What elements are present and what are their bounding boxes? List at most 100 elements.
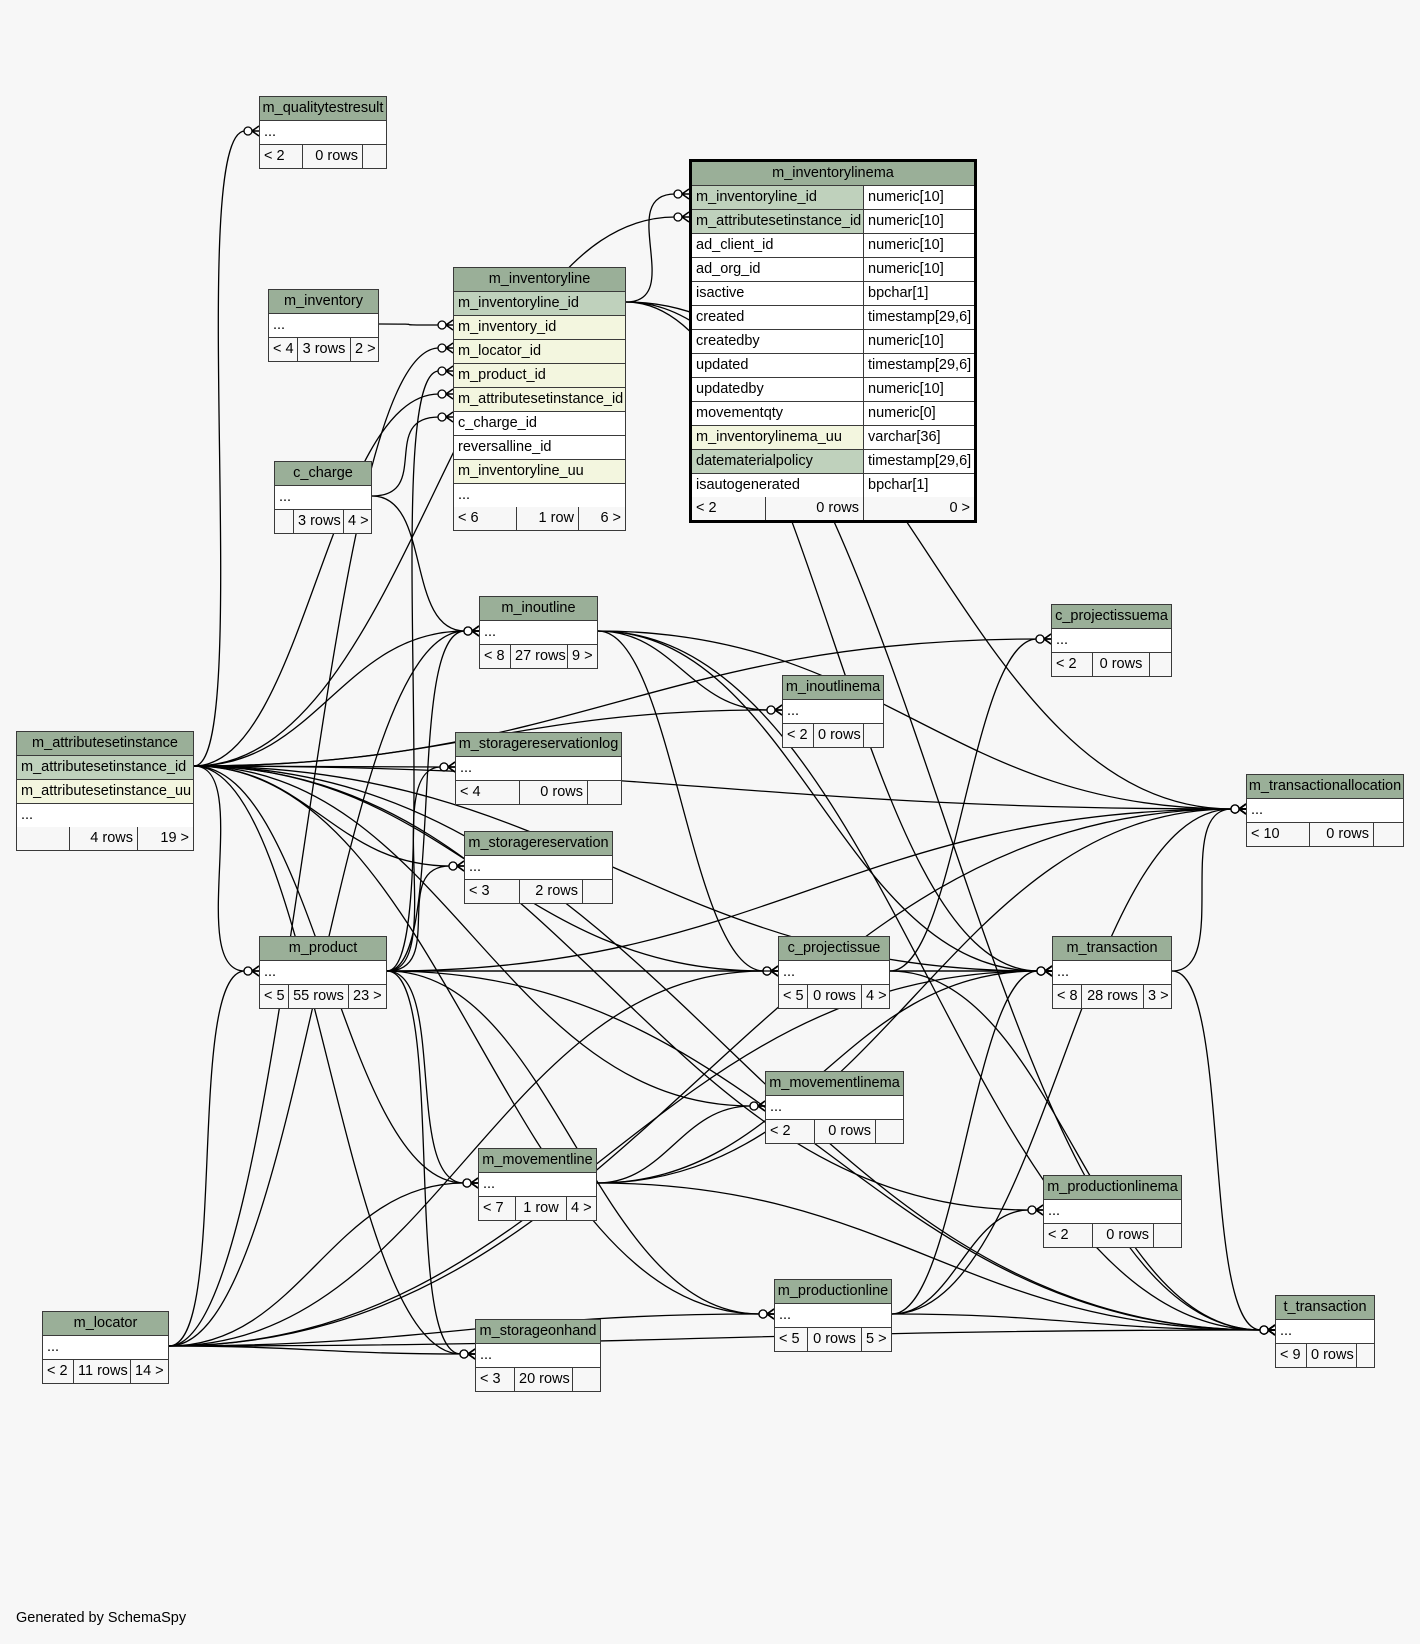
children-count[interactable]: 0 > bbox=[863, 497, 974, 520]
parents-count[interactable]: < 2 bbox=[770, 1123, 791, 1139]
column-row[interactable]: m_product_id bbox=[454, 364, 625, 388]
parents-count[interactable]: < 3 bbox=[480, 1371, 501, 1387]
children-count[interactable]: 6 > bbox=[578, 507, 625, 530]
table-title[interactable]: m_attributesetinstance bbox=[17, 732, 193, 756]
column-row[interactable]: reversalline_id bbox=[454, 436, 625, 460]
children-count[interactable]: 3 > bbox=[1143, 985, 1171, 1008]
table-m_attributesetinstance[interactable]: m_attributesetinstance m_attributesetins… bbox=[16, 731, 194, 851]
column-row[interactable]: m_inventory_id bbox=[454, 316, 625, 340]
column-row[interactable]: m_inventoryline_uu bbox=[454, 460, 625, 484]
table-title[interactable]: m_transactionallocation bbox=[1247, 775, 1403, 799]
children-count[interactable] bbox=[1153, 1224, 1181, 1247]
table-title[interactable]: m_inoutline bbox=[480, 597, 597, 621]
parents-count[interactable]: < 8 bbox=[484, 648, 505, 664]
table-title[interactable]: c_projectissuema bbox=[1052, 605, 1171, 629]
table-title[interactable]: m_storagereservation bbox=[465, 832, 612, 856]
children-count[interactable] bbox=[362, 145, 386, 168]
children-count[interactable]: 5 > bbox=[861, 1328, 891, 1351]
parents-count[interactable]: < 4 bbox=[273, 341, 294, 357]
children-count[interactable]: 19 > bbox=[137, 827, 193, 850]
parents-count[interactable]: < 7 bbox=[483, 1200, 504, 1216]
table-title[interactable]: c_projectissue bbox=[779, 937, 889, 961]
column-row[interactable]: m_locator_id bbox=[454, 340, 625, 364]
table-title[interactable]: m_inventory bbox=[269, 290, 378, 314]
children-count[interactable] bbox=[572, 1368, 600, 1391]
children-count[interactable]: 4 > bbox=[861, 985, 889, 1008]
table-title[interactable]: m_inventorylinema bbox=[692, 162, 974, 186]
parents-count[interactable]: < 5 bbox=[783, 988, 804, 1004]
table-title[interactable]: t_transaction bbox=[1276, 1296, 1374, 1320]
parents-count[interactable]: < 9 bbox=[1280, 1347, 1301, 1363]
parents-count[interactable]: < 10 bbox=[1251, 826, 1280, 842]
table-title[interactable]: m_product bbox=[260, 937, 386, 961]
children-count[interactable] bbox=[863, 724, 883, 747]
parents-count[interactable]: < 2 bbox=[1048, 1227, 1069, 1243]
children-count[interactable] bbox=[1356, 1344, 1374, 1367]
children-count[interactable] bbox=[1149, 653, 1171, 676]
children-count[interactable] bbox=[875, 1120, 903, 1143]
children-count[interactable]: 23 > bbox=[348, 985, 386, 1008]
parents-count[interactable]: < 8 bbox=[1057, 988, 1078, 1004]
parents-count[interactable]: < 2 bbox=[1056, 656, 1077, 672]
children-count[interactable]: 4 > bbox=[566, 1197, 596, 1220]
column-row[interactable]: m_attributesetinstance_id bbox=[17, 756, 193, 780]
children-count[interactable] bbox=[582, 880, 612, 903]
parents-count[interactable]: < 2 bbox=[47, 1363, 68, 1379]
column-row[interactable]: m_attributesetinstance_uu bbox=[17, 780, 193, 804]
parents-count[interactable] bbox=[17, 827, 69, 850]
table-title[interactable]: m_storageonhand bbox=[476, 1320, 600, 1344]
column-row[interactable]: ... bbox=[17, 804, 193, 827]
parents-count[interactable]: < 2 bbox=[787, 727, 808, 743]
table-title[interactable]: m_inoutlinema bbox=[783, 676, 883, 700]
table-title[interactable]: m_productionline bbox=[775, 1280, 891, 1304]
column-row[interactable]: ... bbox=[454, 484, 625, 507]
children-count[interactable] bbox=[1373, 823, 1403, 846]
table-title[interactable]: m_storagereservationlog bbox=[456, 733, 621, 757]
children-count[interactable]: 14 > bbox=[130, 1360, 168, 1383]
children-count[interactable]: 2 > bbox=[350, 338, 378, 361]
parents-count[interactable]: < 5 bbox=[264, 988, 285, 1004]
column-row[interactable]: c_charge_id bbox=[454, 412, 625, 436]
table-title[interactable]: c_charge bbox=[275, 462, 371, 486]
table-title[interactable]: m_movementline bbox=[479, 1149, 596, 1173]
table-title[interactable]: m_locator bbox=[43, 1312, 168, 1336]
children-count[interactable] bbox=[587, 781, 621, 804]
column-row[interactable]: m_inventoryline_id bbox=[454, 292, 625, 316]
parents-count[interactable] bbox=[275, 510, 293, 533]
parents-count[interactable]: < 3 bbox=[469, 883, 490, 899]
parents-count[interactable]: < 4 bbox=[460, 784, 481, 800]
table-title[interactable]: m_movementlinema bbox=[766, 1072, 903, 1096]
children-count[interactable]: 4 > bbox=[343, 510, 371, 533]
table-title[interactable]: m_productionlinema bbox=[1044, 1176, 1181, 1200]
parents-count[interactable]: < 5 bbox=[779, 1331, 800, 1347]
parents-count[interactable]: < 2 bbox=[696, 500, 717, 516]
